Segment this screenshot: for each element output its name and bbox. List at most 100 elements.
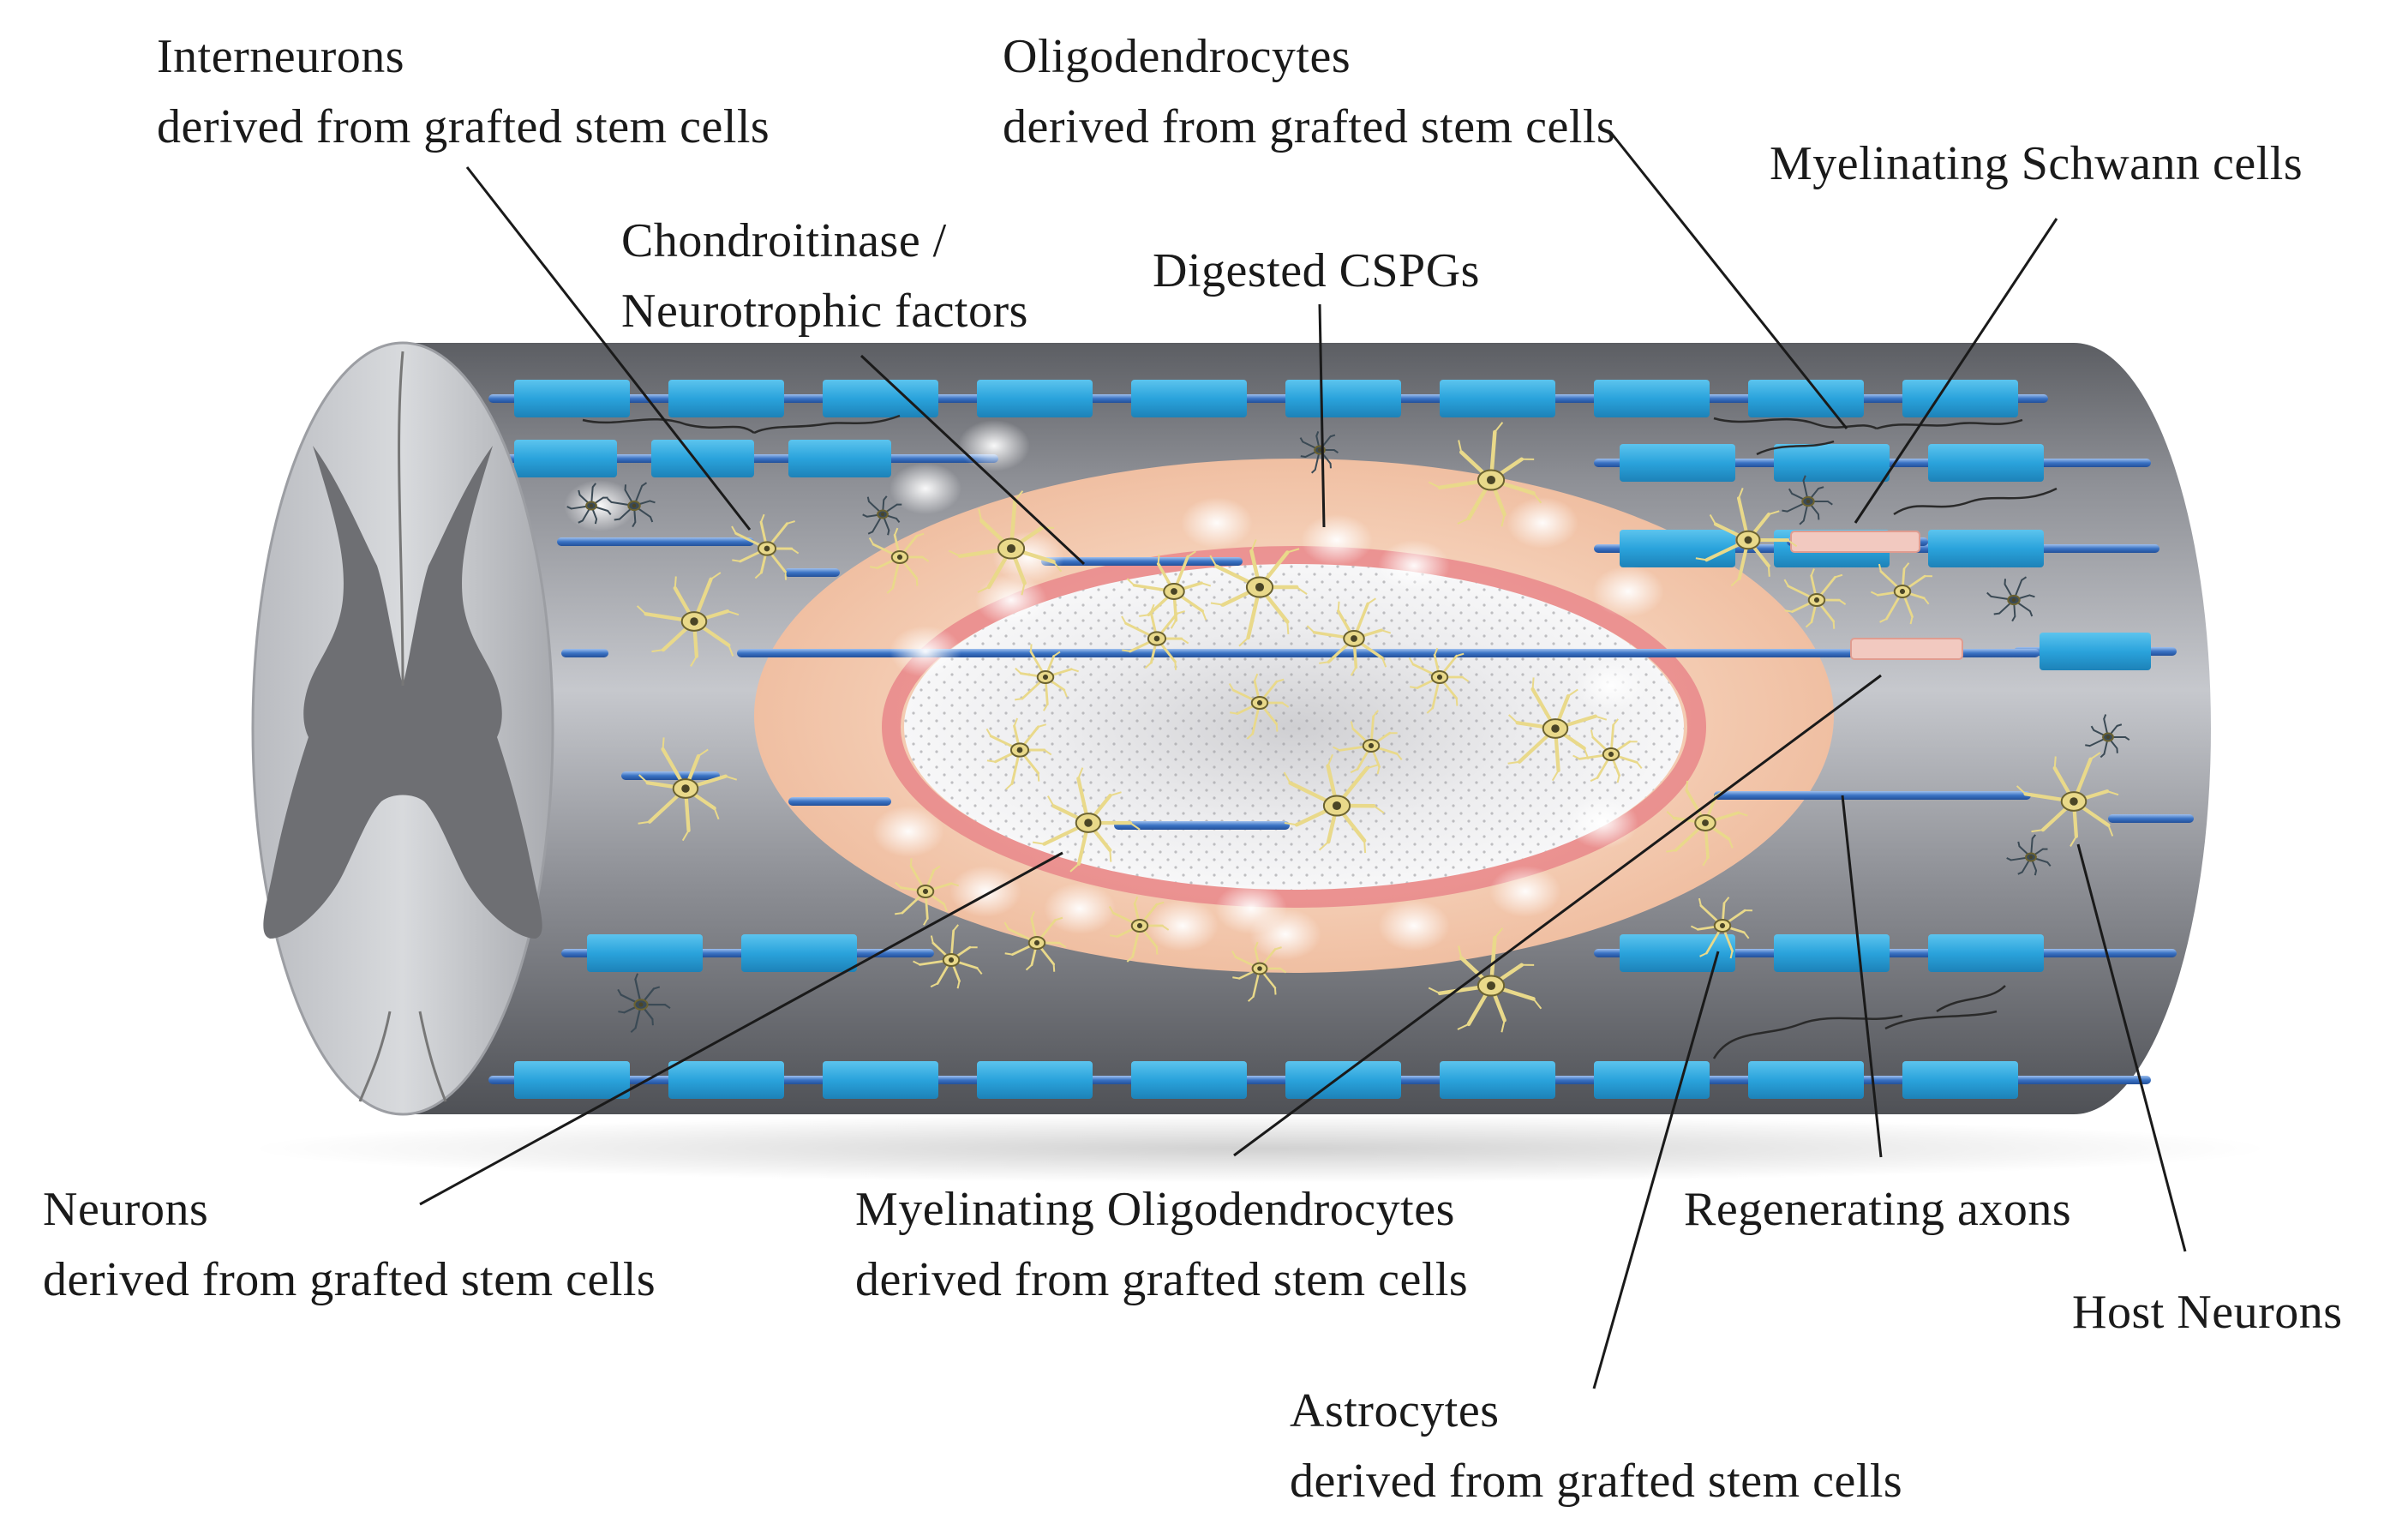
cspg-blob [1044,883,1116,934]
cell-nucleus [897,555,902,560]
cell-branch [1457,699,1458,706]
label-line: derived from grafted stem cells [855,1245,1468,1315]
cell-nucleus [1171,588,1177,595]
myelin-sheath [1285,1061,1401,1099]
cspg-blob [1378,540,1450,591]
cell-branch [785,572,786,580]
cell-branch [1769,566,1770,577]
axon [1714,791,2031,800]
cspg-blob [1575,660,1647,711]
label-myelinating-oligodendrocytes: Myelinating Oligodendrocytes derived fro… [855,1174,1468,1315]
cell-nucleus [1806,500,1810,503]
label-line: Neurotrophic factors [621,276,1028,346]
myelin-sheath [1748,380,1864,417]
cell-nucleus [1137,923,1142,928]
cell-nucleus [1487,476,1495,484]
cspg-blob [890,463,961,514]
cell-branch [1005,953,1013,954]
label-regenerating-axons: Regenerating axons [1684,1174,2071,1245]
schwann-sheath [1851,639,1962,659]
cell-nucleus [1369,743,1374,748]
cell-branch [1175,662,1176,670]
cell-branch [911,858,912,866]
cell-branch [1785,610,1793,611]
cell-nucleus [1745,537,1752,544]
label-schwann-cells: Myelinating Schwann cells [1770,129,2303,199]
label-line: derived from grafted stem cells [157,92,770,162]
myelin-sheath [2040,633,2151,670]
cell-nucleus [1351,635,1357,642]
cell-nucleus [1720,923,1725,928]
myelin-sheath [1902,380,2018,417]
myelin-sheath [1440,1061,1555,1099]
label-chondroitinase: Chondroitinase / Neurotrophic factors [621,206,1028,346]
myelin-sheath [1620,530,1735,567]
cell-branch [2035,871,2036,875]
cell-nucleus [764,546,770,552]
label-host-neurons: Host Neurons [2072,1277,2343,1347]
cell-branch [1230,712,1237,713]
cell-branch [1994,614,1999,615]
cell-branch [1275,988,1276,995]
cell-nucleus [1154,636,1160,642]
myelin-sheath [514,1061,630,1099]
cspg-blob [1181,497,1253,549]
cell-branch [1157,947,1158,955]
cspg-blob [1506,497,1578,549]
cell-branch [917,579,918,586]
label-line: Host Neurons [2072,1277,2343,1347]
myelin-sheath [1928,444,2044,482]
cell-branch [1110,935,1117,936]
axon [557,537,754,546]
cell-nucleus [1007,544,1015,553]
label-line: Astrocytes [1290,1376,1902,1446]
cell-nucleus [881,513,884,516]
cspg-blob [872,806,944,857]
cell-branch [1277,724,1278,732]
cspg-blob [890,626,961,677]
myelin-sheath [741,934,857,972]
cell-branch [618,1011,624,1012]
cell-nucleus [1043,675,1048,680]
myelin-sheath [514,440,617,477]
cell-branch [868,497,869,501]
cell-nucleus [1017,747,1023,753]
cell-branch [1686,781,1687,790]
cell-branch [1110,850,1111,862]
label-line: Chondroitinase / [621,206,1028,276]
cspg-blob [1301,514,1373,566]
cell-nucleus [1034,940,1039,945]
cell-nucleus [690,617,698,626]
myelin-sheath [1902,1061,2018,1099]
label-line: Regenerating axons [1684,1174,2071,1245]
cross-section [253,343,553,1114]
cell-branch [2018,842,2019,846]
label-line: derived from grafted stem cells [1290,1446,1902,1516]
myelin-sheath [1928,934,2044,972]
cell-nucleus [681,784,690,793]
cell-nucleus [1255,583,1264,591]
schwann-sheath [1791,531,1920,552]
cell-nucleus [2070,797,2078,806]
myelin-sheath [668,380,784,417]
cell-nucleus [1318,448,1321,452]
cell-branch [1232,977,1239,978]
label-line: Oligodendrocytes [1003,21,1615,92]
myelin-sheath [1774,934,1890,972]
cell-nucleus [1333,801,1341,810]
cell-nucleus [949,957,954,963]
label-line: derived from grafted stem cells [43,1245,656,1315]
cylinder-shadow [249,1114,2271,1183]
cell-nucleus [1608,752,1614,757]
myelin-sheath [1131,380,1247,417]
cell-nucleus [1551,724,1560,733]
cell-branch [2005,579,2006,584]
cell-branch [1364,841,1365,853]
axon [561,649,608,657]
cell-branch [1031,644,1032,651]
cell-nucleus [638,1002,643,1006]
label-astrocytes: Astrocytes derived from grafted stem cel… [1290,1376,1902,1516]
cspg-blob [1566,797,1638,849]
cell-branch [2085,745,2090,746]
axon [621,771,720,780]
